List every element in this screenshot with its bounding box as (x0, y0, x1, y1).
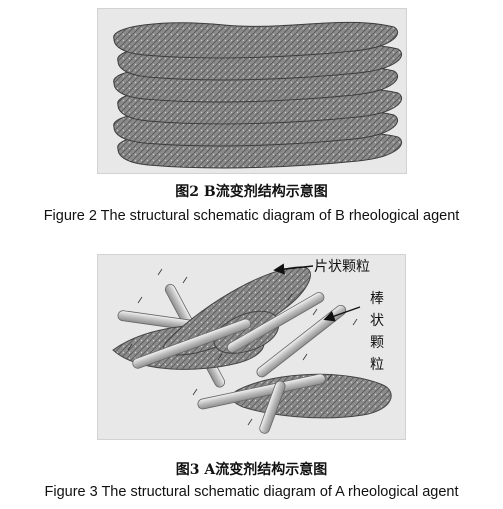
whisker-mark (182, 276, 188, 284)
whisker-mark (287, 293, 293, 301)
whisker-mark (352, 318, 358, 326)
rod-particles-front (132, 292, 326, 434)
figure-2-illustration (97, 8, 407, 174)
figure-2-caption-english: Figure 2 The structural schematic diagra… (43, 208, 460, 224)
figure-3-caption-chinese: 图3 A流变剂结构示意图 (175, 462, 328, 478)
flakes-and-rods-drawing (112, 263, 392, 434)
whisker-mark (302, 353, 308, 361)
whisker-mark (127, 343, 133, 351)
figure-3-caption-english: Figure 3 The structural schematic diagra… (44, 484, 459, 500)
whisker-mark (157, 268, 163, 276)
figure-3-illustration (97, 254, 406, 440)
whisker-mark (137, 296, 143, 304)
whisker-mark (217, 353, 223, 361)
flake-layer (113, 21, 399, 59)
annotation-arrows (273, 263, 361, 322)
whisker-mark (247, 418, 253, 426)
rod-particle-label: 棒状颗粒 (370, 291, 384, 373)
whisker-mark (192, 388, 198, 396)
figure-2-caption-chinese: 图2 B流变剂结构示意图 (175, 184, 328, 200)
stacked-flakes-drawing (113, 21, 403, 169)
whisker-mark (312, 308, 318, 316)
whisker-mark (327, 373, 333, 381)
flake-particle-label: 片状颗粒 (314, 259, 370, 275)
